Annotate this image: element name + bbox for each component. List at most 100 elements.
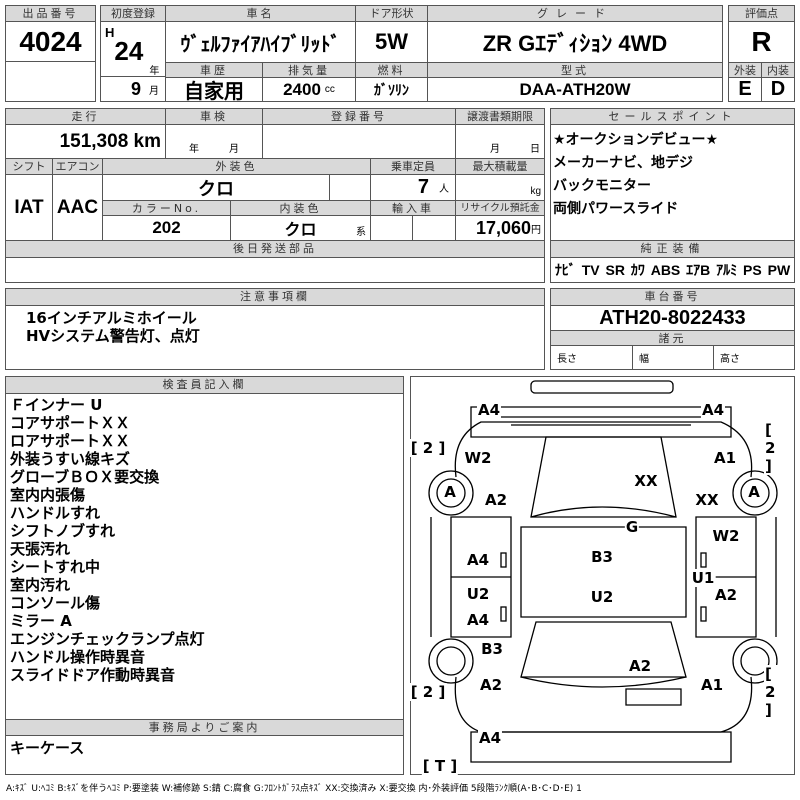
- displacement-label: 排気量: [262, 62, 356, 78]
- car-name-label: 車名: [165, 5, 356, 22]
- month: 9: [130, 78, 141, 99]
- damage-mark: A: [443, 483, 457, 501]
- recycle-value: 17,060: [475, 217, 531, 238]
- color-label: 外装色: [102, 158, 371, 175]
- damage-mark: U1: [690, 569, 716, 587]
- damage-mark: G: [624, 518, 640, 536]
- capacity-label: 乗車定員: [370, 158, 456, 175]
- fuel-label: 燃料: [355, 62, 428, 78]
- lot-no: 4024: [5, 21, 96, 62]
- inspector-item: ハンドルすれ: [10, 504, 101, 522]
- sales-item: バックモニター: [553, 178, 651, 194]
- note-item: HVシステム警告灯、点灯: [26, 327, 200, 345]
- damage-mark: A1: [699, 676, 725, 694]
- inspector-item: 室内内張傷: [10, 486, 86, 504]
- damage-mark: A2: [713, 586, 739, 604]
- legend: A:ｷｽﾞ U:ﾍｺﾐ B:ｷｽﾞを伴うﾍｺﾐ P:要塗装 W:補修跡 S:錆 …: [6, 784, 582, 794]
- equipment: ﾅﾋﾞ TV SR ｶﾜ ABS ｴｱB ｱﾙﾐ PS PW: [550, 257, 795, 283]
- interior-score: D: [761, 77, 795, 102]
- damage-mark: A4: [465, 551, 491, 569]
- int-color: クロ系: [230, 215, 371, 241]
- damage-mark: A: [747, 483, 761, 501]
- transfer-day: 日: [530, 144, 540, 155]
- load: kg: [455, 174, 545, 201]
- length: 長さ: [550, 345, 633, 370]
- damage-mark: B3: [590, 548, 614, 566]
- equipment-label: 純正装備: [550, 240, 795, 258]
- inspection-label: 車検: [165, 108, 263, 125]
- damage-mark: XX: [694, 491, 720, 509]
- damage-mark: [ 2 ]: [764, 421, 788, 475]
- inspector-label: 検査員記入欄: [5, 376, 404, 394]
- inspector-item: 外装うすい線キズ: [10, 450, 131, 468]
- first-reg-label: 初度登録: [100, 5, 166, 22]
- mileage-label: 走行: [5, 108, 166, 125]
- capacity-unit: 人: [439, 184, 449, 195]
- displacement-unit: cc: [324, 84, 335, 95]
- inspection: 年月: [165, 124, 263, 159]
- damage-mark: A4: [476, 401, 502, 419]
- car-name: ｳﾞｪﾙﾌｧｲｱﾊｲﾌﾞﾘｯﾄﾞ: [165, 21, 356, 63]
- notes-box: 16インチアルミホイール HVシステム警告灯、点灯: [5, 305, 545, 370]
- office-box: キーケース: [5, 735, 404, 775]
- inspector-item: コンソール傷: [10, 594, 101, 612]
- damage-mark: [ 2 ]: [409, 683, 447, 701]
- model: DAA-ATH20W: [427, 77, 723, 102]
- grade: ZR Gｴﾃﾞｨｼｮﾝ 4WD: [427, 21, 723, 63]
- exterior-score: E: [728, 77, 762, 102]
- inspector-item: シフトノブすれ: [10, 522, 116, 540]
- note-item: 16インチアルミホイール: [26, 309, 197, 327]
- transfer-label: 譲渡書類期限: [455, 108, 545, 125]
- history: 自家用: [165, 77, 263, 103]
- first-reg-year: H 24 年: [100, 21, 166, 77]
- chassis-label: 車台番号: [550, 288, 795, 306]
- fuel: ｶﾞｿﾘﾝ: [355, 77, 428, 102]
- int-color-value: クロ: [284, 222, 317, 239]
- exterior-label: 外装: [728, 62, 762, 78]
- office-text: キーケース: [10, 739, 85, 757]
- damage-mark: A4: [465, 611, 491, 629]
- era: H: [105, 25, 115, 40]
- int-color-label: 内装色: [230, 200, 371, 216]
- recycle-unit: 円: [531, 224, 541, 236]
- grade-label: グレード: [427, 5, 723, 22]
- damage-mark: [ 2 ]: [409, 439, 447, 457]
- height: 高さ: [713, 345, 795, 370]
- office-label: 事務局よりご案内: [5, 719, 404, 736]
- ac: AAC: [52, 174, 103, 241]
- damage-mark: W2: [463, 449, 493, 467]
- lot-no-label: 出品番号: [5, 5, 96, 22]
- transfer-month: 月: [490, 144, 500, 155]
- sales-box: ★オークションデビュー★ メーカーナビ、地デジ バックモニター 両側パワースライ…: [550, 124, 795, 241]
- year-unit: 年: [149, 66, 160, 77]
- door: 5W: [355, 21, 428, 63]
- import-2: [412, 215, 456, 241]
- capacity-value: 7: [417, 176, 429, 198]
- mileage: 151,308 km: [5, 124, 166, 159]
- reg-no-label: 登録番号: [262, 108, 456, 125]
- spec-label: 諸元: [550, 330, 795, 346]
- damage-mark: [ T ]: [421, 757, 459, 775]
- width: 幅: [632, 345, 714, 370]
- import-1: [370, 215, 413, 241]
- inspector-item: 天張汚れ: [10, 540, 71, 558]
- sales-label: セールスポイント: [550, 108, 795, 125]
- sales-item: メーカーナビ、地デジ: [553, 155, 693, 171]
- inspector-item: グローブＢＯＸ要交換: [10, 468, 160, 486]
- chassis-no: ATH20-8022433: [550, 305, 795, 331]
- displacement-value: 2400: [283, 79, 321, 99]
- color-extra: [329, 174, 371, 201]
- inspector-item: ミラー A: [10, 612, 72, 630]
- damage-mark: A1: [712, 449, 738, 467]
- lot-empty: [5, 61, 96, 102]
- damage-diagram: [410, 376, 795, 775]
- damage-mark: A4: [700, 401, 726, 419]
- inspector-item: Ｆインナー U: [10, 396, 103, 414]
- damage-mark: XX: [633, 472, 659, 490]
- reg-no: [262, 124, 456, 159]
- inspector-item: ロアサポートＸＸ: [10, 432, 131, 450]
